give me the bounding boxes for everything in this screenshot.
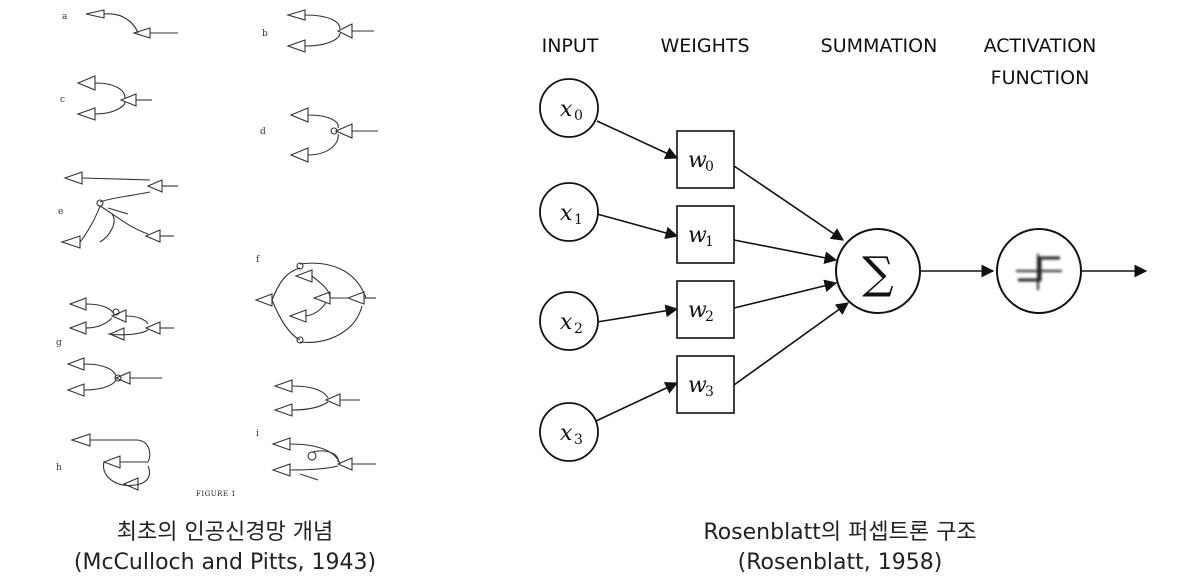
input-var: x <box>560 97 573 122</box>
header-summation: SUMMATION <box>821 35 938 57</box>
input-var: x <box>560 421 573 446</box>
weight-box-w0: w 0 <box>676 130 735 189</box>
caption-right-citation: (Rosenblatt, 1958) <box>737 550 943 575</box>
summation-node: ∑ <box>835 228 921 314</box>
edge-w2-sum <box>733 279 838 309</box>
panel-label-e: e <box>58 207 63 217</box>
header-activation-line2: FUNCTION <box>991 67 1090 89</box>
mcculloch-pitts-figure: a b c d e <box>56 9 378 498</box>
weight-var: w <box>688 223 707 248</box>
panel-label-d: d <box>260 127 266 137</box>
weight-sub: 3 <box>705 384 714 400</box>
panel-a: a <box>62 9 178 39</box>
panel-b: b <box>262 9 374 53</box>
panel-e: e <box>58 171 178 249</box>
weight-sub: 1 <box>705 234 714 250</box>
caption-left-title: 최초의 인공신경망 개념 <box>116 520 334 545</box>
input-sub: 1 <box>574 212 583 228</box>
header-input: INPUT <box>542 35 599 57</box>
edge-w1-sum <box>733 239 838 265</box>
edge-x0-w0 <box>596 120 679 159</box>
perceptron-diagram: INPUT WEIGHTS SUMMATION ACTIVATION FUNCT… <box>539 35 1148 462</box>
edge-x2-w2 <box>596 304 679 323</box>
input-var: x <box>560 310 573 335</box>
header-activation-line1: ACTIVATION <box>984 35 1097 57</box>
caption-right-title: Rosenblatt의 퍼셉트론 구조 <box>703 520 977 545</box>
panel-f: f <box>254 255 376 344</box>
input-node-x1: x 1 <box>539 182 599 242</box>
panel-h: h <box>56 433 151 491</box>
input-node-x0: x 0 <box>539 78 599 138</box>
input-node-x3: x 3 <box>539 402 599 462</box>
weight-box-w3: w 3 <box>676 355 735 414</box>
panel-label-a: a <box>62 12 68 22</box>
weight-sub: 2 <box>705 309 714 325</box>
caption-left: 최초의 인공신경망 개념 (McCulloch and Pitts, 1943) <box>30 518 420 578</box>
panel-label-g: g <box>56 338 62 348</box>
input-sub: 3 <box>574 432 583 448</box>
edge-x3-w3 <box>595 382 679 422</box>
edge-w3-sum <box>733 302 850 386</box>
input-var: x <box>560 201 573 226</box>
caption-right: Rosenblatt의 퍼셉트론 구조 (Rosenblatt, 1958) <box>620 518 1060 578</box>
edge-x1-w1 <box>596 213 679 240</box>
weight-box-w1: w 1 <box>676 205 735 264</box>
weight-sub: 0 <box>705 159 714 175</box>
panel-label-f: f <box>256 255 260 265</box>
activation-node <box>996 228 1082 314</box>
header-weights: WEIGHTS <box>660 35 749 57</box>
sigma-symbol: ∑ <box>862 248 893 299</box>
panel-i: i <box>256 379 376 481</box>
weight-var: w <box>688 148 707 173</box>
panel-label-c: c <box>60 95 65 105</box>
weight-box-w2: w 2 <box>676 280 735 339</box>
weight-var: w <box>688 373 707 398</box>
panel-label-b: b <box>262 29 268 39</box>
edge-w0-sum <box>733 165 845 241</box>
step-function-icon <box>1016 254 1062 290</box>
weight-var: w <box>688 298 707 323</box>
panel-d: d <box>260 107 378 163</box>
input-node-x2: x 2 <box>539 291 599 351</box>
panel-label-i: i <box>256 429 259 439</box>
input-sub: 2 <box>574 321 583 337</box>
connections <box>595 120 1148 422</box>
caption-left-citation: (McCulloch and Pitts, 1943) <box>73 550 377 575</box>
panel-g: g <box>56 297 174 397</box>
input-sub: 0 <box>574 108 583 124</box>
panel-label-h: h <box>56 463 62 473</box>
panel-c: c <box>60 75 152 121</box>
figure-1-label: FIGURE 1 <box>196 490 236 498</box>
